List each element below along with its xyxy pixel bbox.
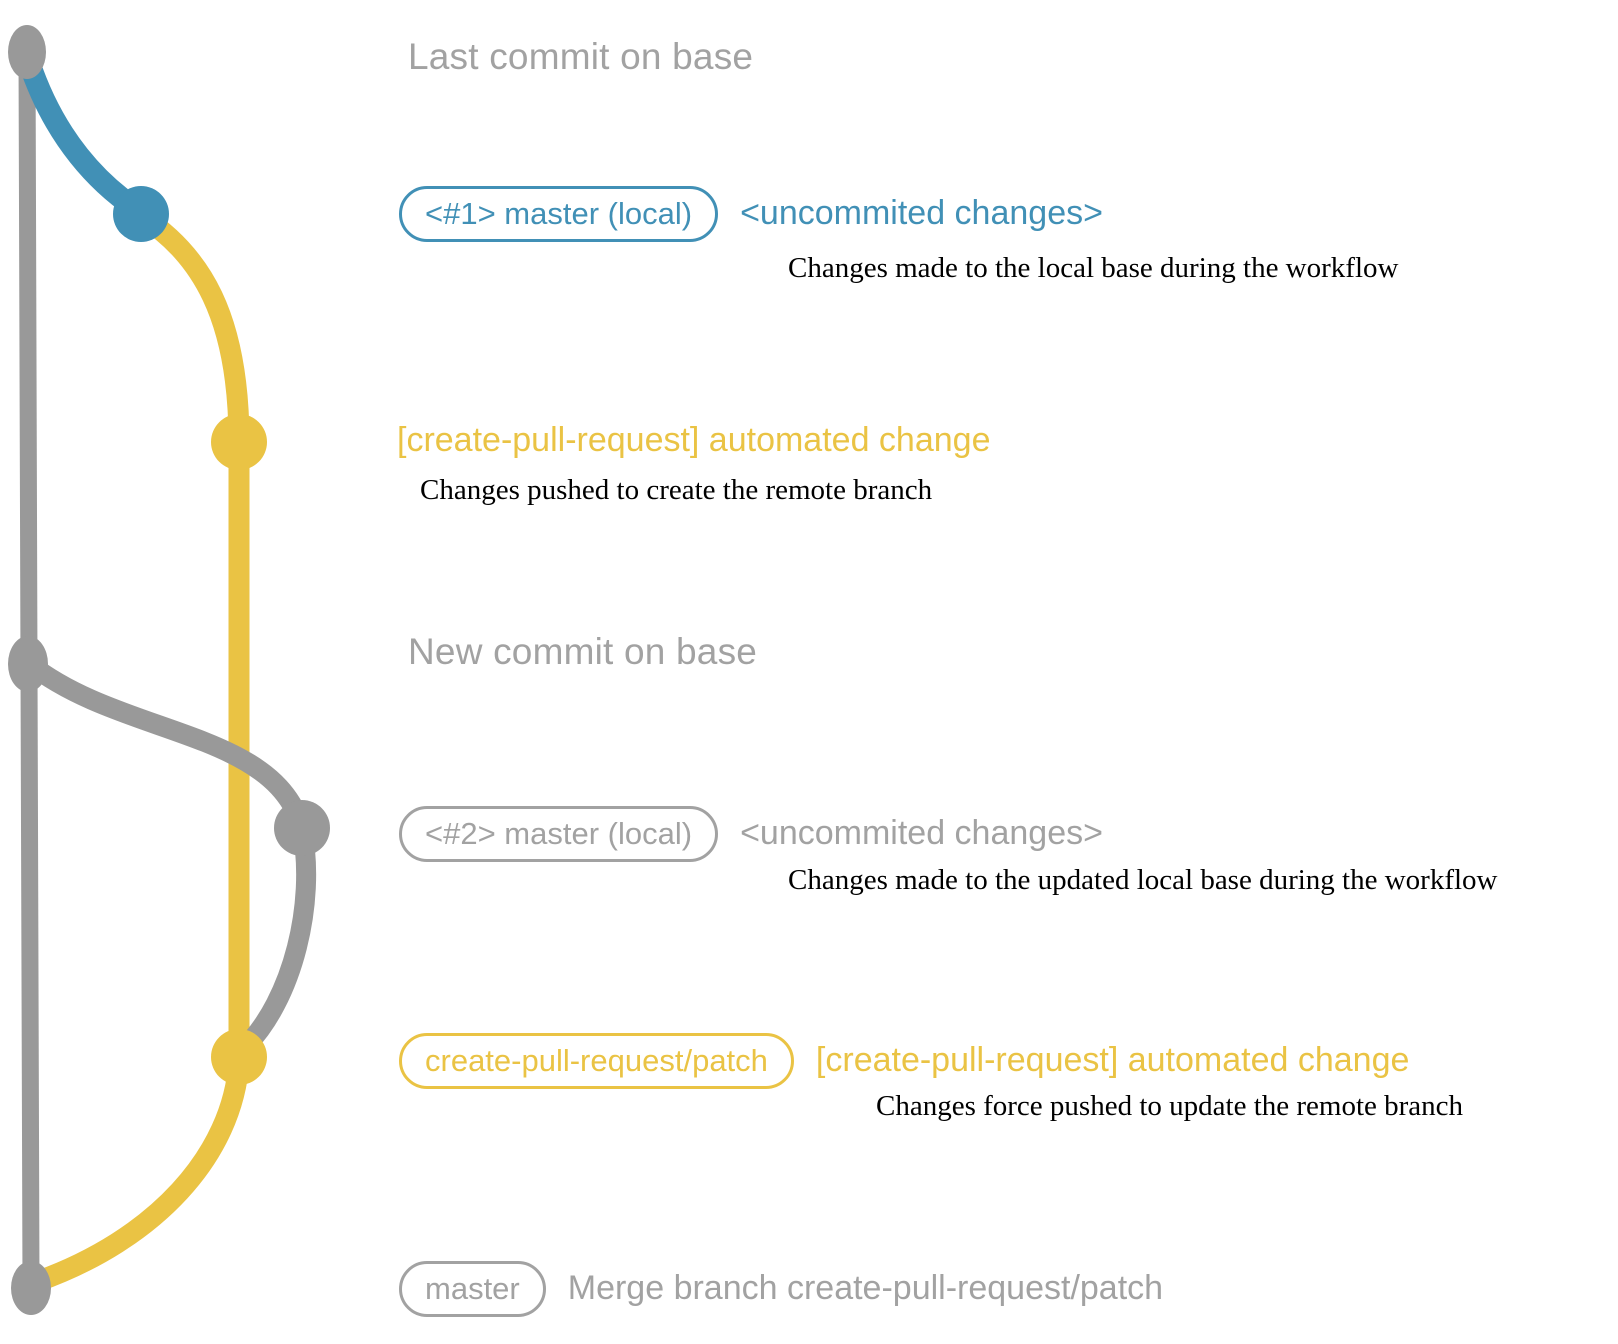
message-automated-2: [create-pull-request] automated change: [815, 1041, 1410, 1080]
row-master-merge: master Merge branch create-pull-request/…: [399, 1261, 1163, 1317]
branch-pill-patch: create-pull-request/patch: [399, 1033, 794, 1089]
local2-to-patch-curve: [233, 820, 317, 1059]
commit-dot-local-1: [113, 186, 169, 242]
note-local-changes-1: Changes made to the local base during th…: [788, 252, 1399, 284]
commit-dot-patch-1: [211, 414, 267, 470]
label-last-commit-on-base: Last commit on base: [408, 36, 754, 77]
message-automated-1: [create-pull-request] automated change: [397, 421, 991, 459]
row-local-master-2: <#2> master (local) <uncommited changes>: [399, 806, 1103, 862]
commit-dot-merge: [11, 1261, 51, 1315]
row-local-master-1: <#1> master (local) <uncommited changes>: [399, 186, 1103, 242]
row-patch-branch: create-pull-request/patch [create-pull-r…: [399, 1033, 1409, 1089]
local-branch-line-1: [18, 51, 149, 221]
branch-pill-master-local-2: <#2> master (local): [399, 806, 719, 862]
commit-dot-new-base: [8, 636, 48, 692]
message-merge: Merge branch create-pull-request/patch: [567, 1269, 1164, 1308]
note-local-changes-2: Changes made to the updated local base d…: [788, 864, 1498, 896]
commit-dot-patch-2: [211, 1029, 267, 1085]
patch-branch-line: [132, 206, 250, 1068]
note-force-pushed: Changes force pushed to update the remot…: [876, 1090, 1464, 1122]
note-pushed-create: Changes pushed to create the remote bran…: [420, 474, 933, 506]
commit-dot-local-2: [274, 800, 330, 856]
message-uncommitted-1: <uncommited changes>: [740, 194, 1103, 233]
message-uncommitted-2: <uncommited changes>: [740, 814, 1103, 853]
label-new-commit-on-base: New commit on base: [408, 631, 758, 672]
branch-pill-master: master: [399, 1261, 546, 1317]
patch-merge-curve: [25, 1050, 250, 1293]
commit-dot-last-base: [8, 25, 46, 79]
branch-pill-master-local-1: <#1> master (local): [399, 186, 719, 242]
local-branch-line-2: [20, 654, 310, 832]
